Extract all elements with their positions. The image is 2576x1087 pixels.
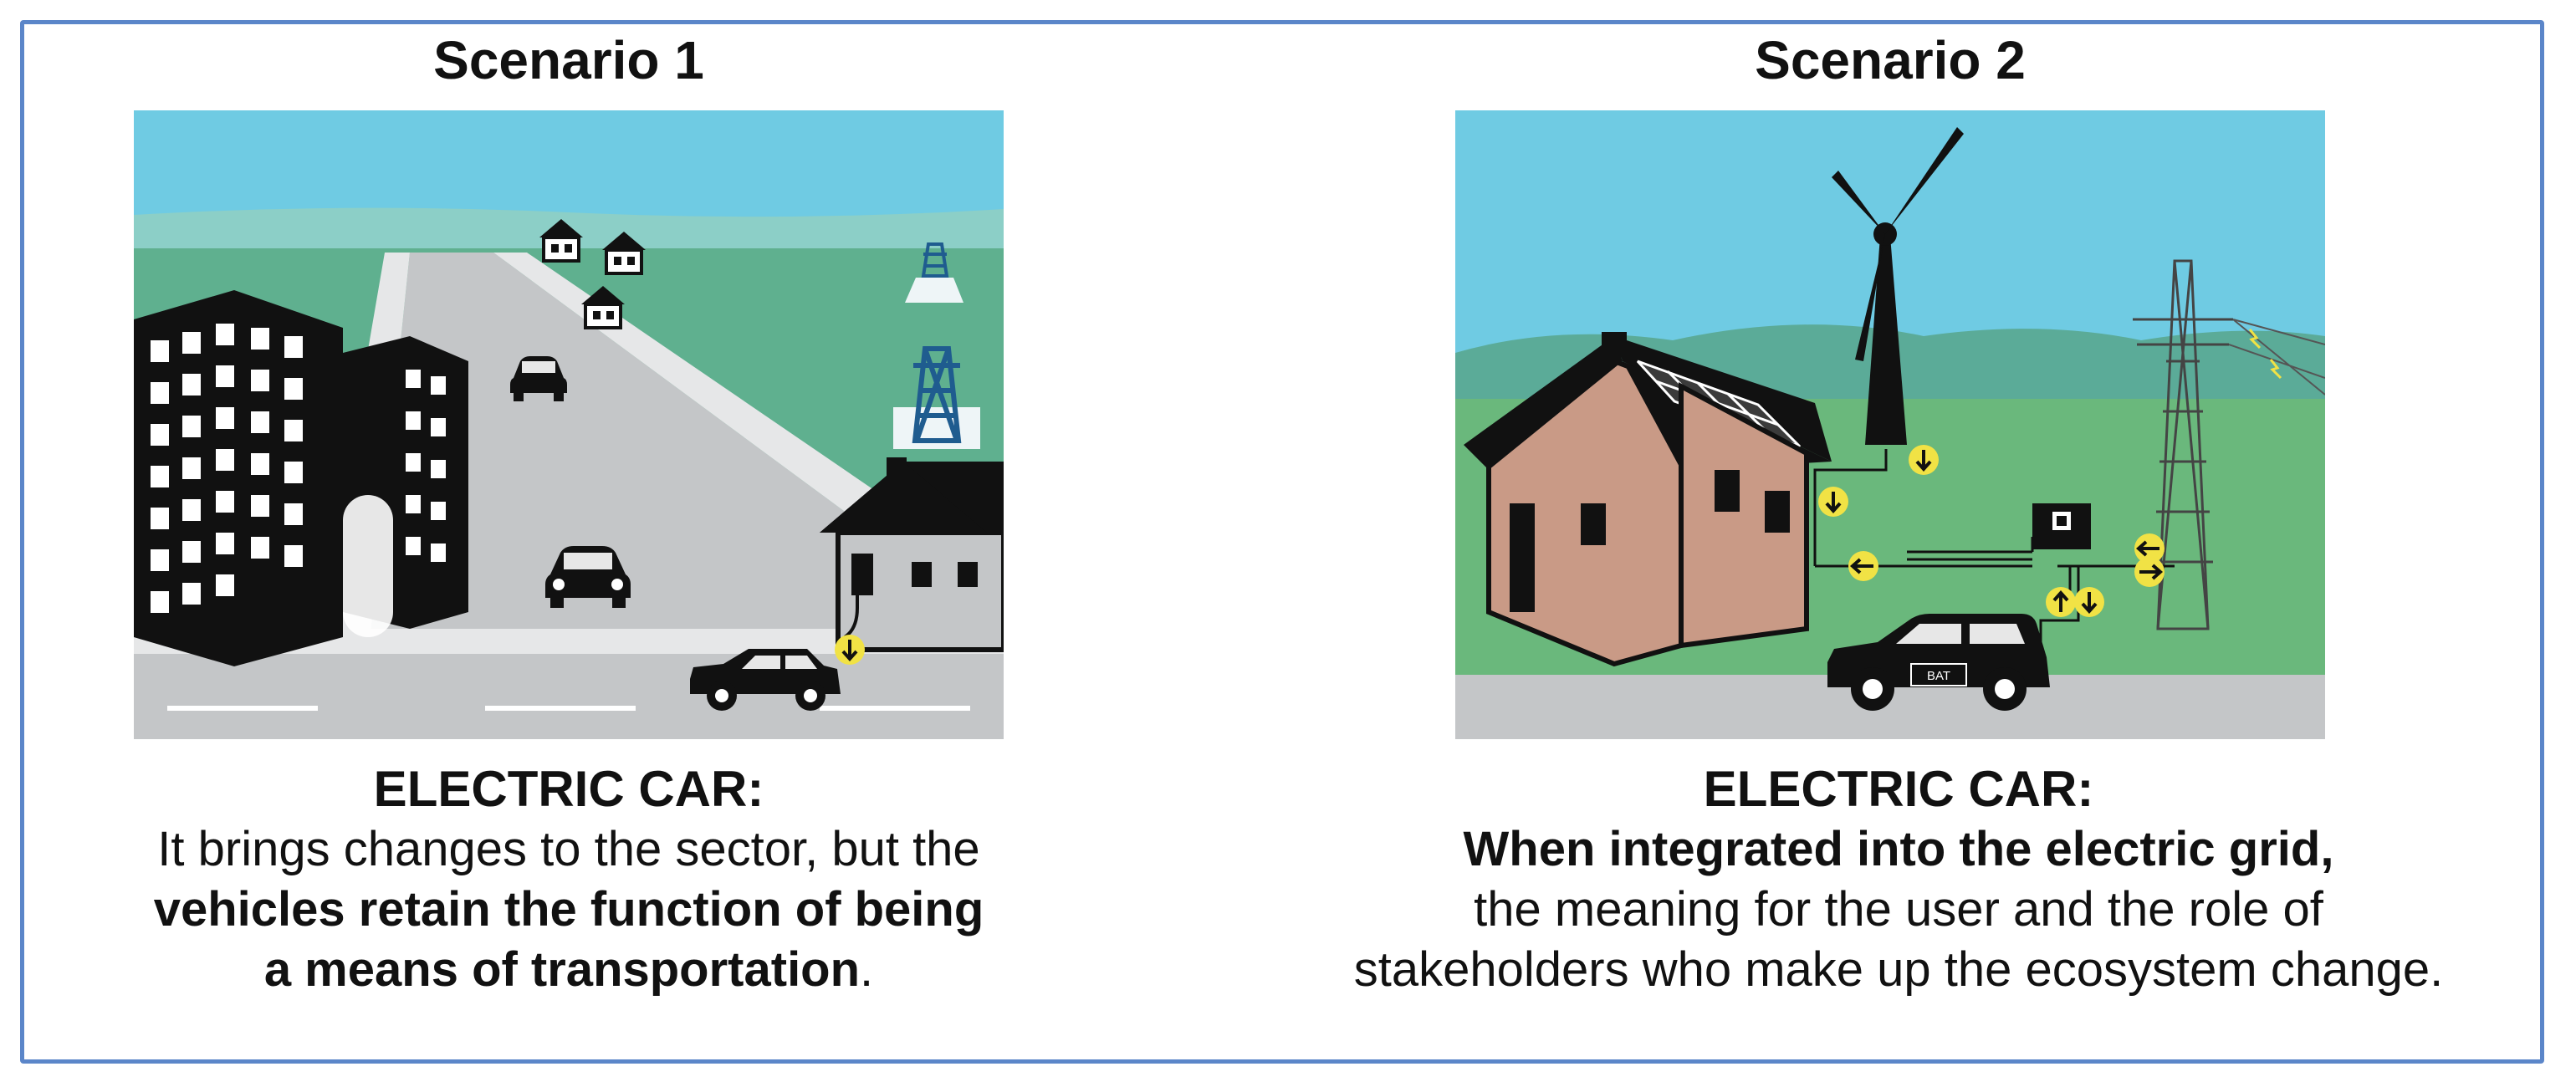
smart-meter-icon [2032, 503, 2091, 549]
lane-marking [485, 706, 636, 711]
electric-car-icon: BAT [1827, 614, 2050, 711]
lane-marking [820, 706, 970, 711]
car-icon [510, 356, 567, 401]
scenario-1-heading: ELECTRIC CAR: [373, 761, 764, 817]
scenario-2-caption: ELECTRIC CAR: When integrated into the e… [1255, 759, 2543, 1000]
wind-turbine-icon [1832, 127, 1964, 445]
scenario-1-line-1: It brings changes to the sector, but the [157, 822, 980, 876]
arrow-down-badge-icon [2074, 587, 2104, 617]
scenario-2-title: Scenario 2 [1755, 30, 2026, 90]
distant-houses [539, 219, 646, 329]
scenario-2-line-1: When integrated into the electric grid, [1463, 822, 2334, 876]
arrow-up-badge-icon [2046, 587, 2076, 617]
arrow-down-badge-icon [835, 635, 865, 665]
lane-marking [167, 706, 318, 711]
scenario-1-title: Scenario 1 [433, 30, 704, 90]
scenario-2-heading: ELECTRIC CAR: [1703, 761, 2094, 817]
car-icon [545, 546, 631, 608]
sky [134, 110, 1004, 227]
scenario-1-caption: ELECTRIC CAR: It brings changes to the s… [17, 759, 1121, 1000]
arrow-left-badge-icon [2134, 533, 2165, 564]
arrow-down-badge-icon [1818, 487, 1848, 517]
transmission-tower-icon [2133, 259, 2325, 630]
scenario-2-illustration: BAT [1455, 110, 2325, 739]
figure-frame [20, 20, 2544, 1064]
main-road [134, 654, 1004, 739]
scenario-1-illustration [134, 110, 1004, 739]
house-icon [820, 457, 1004, 652]
scenario-1-line-3: a means of transportation [263, 942, 861, 997]
arrow-down-badge-icon [1909, 445, 1939, 475]
battery-label: BAT [1927, 669, 1950, 683]
house-with-solar-panels [1464, 332, 1832, 667]
scenario-1-line-2: vehicles retain the function of being [153, 882, 984, 936]
arrow-right-badge-icon [2134, 557, 2165, 587]
apartment-buildings [134, 290, 468, 666]
transmission-tower-icon [893, 242, 980, 449]
scenario-2-line-3: stakeholders who make up the ecosystem c… [1353, 942, 2444, 997]
scenario-1-line-3-period: . [860, 942, 874, 997]
electric-car-icon [690, 649, 841, 711]
arrow-left-badge-icon [1848, 551, 1878, 581]
scenario-2-line-2: the meaning for the user and the role of [1474, 882, 2323, 936]
